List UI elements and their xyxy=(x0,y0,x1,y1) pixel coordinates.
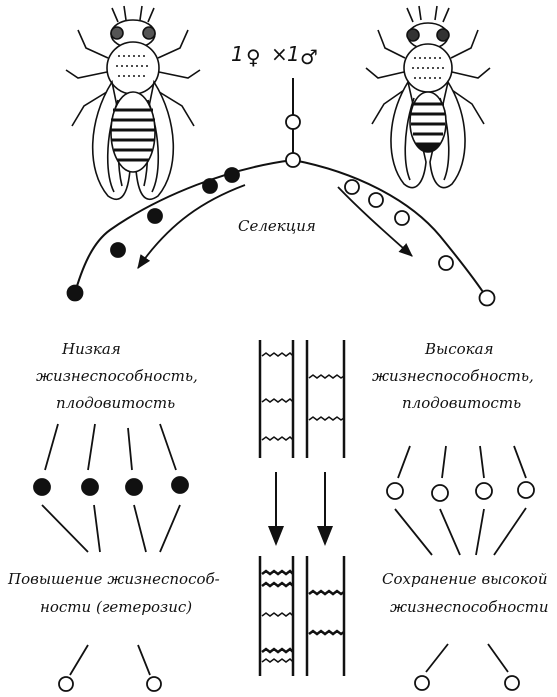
right-text-block: Высокая жизнеспособность, плодовитость xyxy=(372,340,534,412)
node-filled-3 xyxy=(148,209,162,223)
male-fly-icon xyxy=(366,6,490,188)
chromosome-pair-top xyxy=(260,340,344,458)
bottom-right-text-line1: Сохранение высокой xyxy=(382,570,547,588)
female-fly-icon xyxy=(66,6,200,199)
node-filled-1 xyxy=(225,168,239,182)
chromosome-pair-bottom xyxy=(260,556,344,676)
down-arrows xyxy=(268,472,333,546)
node-hollow-3 xyxy=(395,211,409,225)
male-count: 1 xyxy=(287,42,300,66)
chromosome-ladder-bottom-right xyxy=(307,556,344,676)
heterosis-offspring-2 xyxy=(147,677,161,691)
left-text-block: Низкая жизнеспособность, плодовитость xyxy=(36,340,198,412)
heterosis-offspring-1 xyxy=(59,677,73,691)
chromosome-ladder-bottom-left xyxy=(260,556,293,676)
right-text-line1: Высокая xyxy=(424,340,494,358)
node-filled-2 xyxy=(203,179,217,193)
low-fitness-dot-2 xyxy=(82,479,98,495)
node-filled-4 xyxy=(111,243,125,257)
node-hollow-1 xyxy=(345,180,359,194)
chromosome-ladder-top-right xyxy=(307,340,344,458)
selection-label: Селекция xyxy=(238,217,316,235)
left-text-line3: плодовитость xyxy=(56,394,175,412)
right-text-line2: жизнеспособность, xyxy=(372,367,534,385)
right-lower-section xyxy=(387,446,534,690)
bottom-right-text-block: Сохранение высокой жизнеспособности xyxy=(382,570,549,616)
low-fitness-dot-4 xyxy=(172,477,188,493)
node-open-1 xyxy=(286,115,300,129)
bottom-left-text-block: Повышение жизнеспособ- ности (гетерозис) xyxy=(7,570,220,616)
bottom-right-text-line2: жизнеспособности xyxy=(390,598,549,616)
right-text-line3: плодовитость xyxy=(402,394,521,412)
node-filled-5 xyxy=(68,286,83,301)
low-fitness-dot-1 xyxy=(34,479,50,495)
male-symbol: ♂ xyxy=(300,45,318,69)
cross-notation: 1 ♀ × 1 ♂ xyxy=(231,42,318,69)
left-lower-section xyxy=(34,424,188,691)
female-count: 1 xyxy=(231,42,244,66)
times-sign: × xyxy=(271,42,288,66)
bottom-left-text-line1: Повышение жизнеспособ- xyxy=(7,570,220,588)
node-hollow-4 xyxy=(439,256,453,270)
node-hollow-5 xyxy=(480,291,495,306)
left-text-line2: жизнеспособность, xyxy=(36,367,198,385)
high-fitness-dot-2 xyxy=(432,485,448,501)
preserved-offspring-2 xyxy=(505,676,519,690)
female-symbol: ♀ xyxy=(246,45,261,69)
low-fitness-dot-3 xyxy=(126,479,142,495)
right-branch xyxy=(293,160,487,298)
bottom-left-text-line2: ности (гетерозис) xyxy=(40,598,192,616)
node-hollow-2 xyxy=(369,193,383,207)
chromosome-ladder-top-left xyxy=(260,340,293,458)
node-open-root xyxy=(286,153,300,167)
high-fitness-dot-1 xyxy=(387,483,403,499)
high-fitness-dot-3 xyxy=(476,483,492,499)
preserved-offspring-1 xyxy=(415,676,429,690)
high-fitness-dot-4 xyxy=(518,482,534,498)
left-text-line1: Низкая xyxy=(61,340,121,358)
